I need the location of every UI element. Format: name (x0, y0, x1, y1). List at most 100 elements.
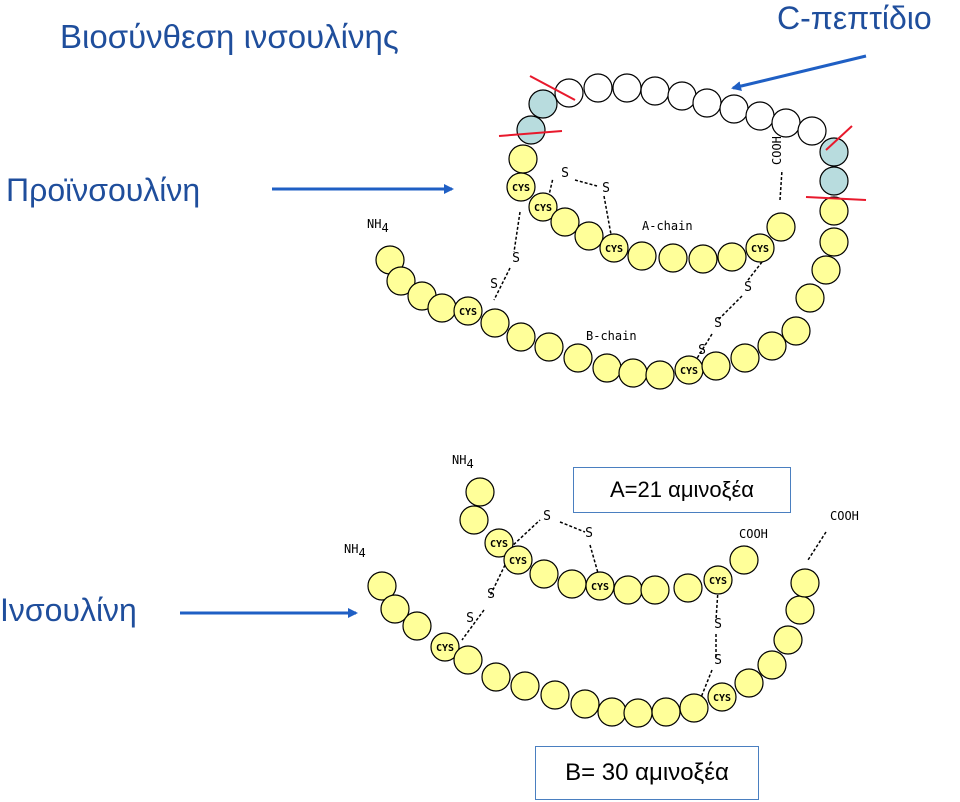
a-chain-bead (550, 207, 580, 237)
cys-label: CYS (490, 539, 508, 550)
c-peptide-bead (612, 73, 642, 103)
a-chain-bead (528, 192, 558, 222)
cleavage-mark (498, 130, 563, 137)
s-label: S (602, 181, 610, 196)
s-label: S (561, 166, 569, 181)
b-chain-bead (651, 697, 681, 727)
insulin-label: Ινσουλίνη (0, 592, 137, 628)
b-chain-bead (570, 689, 600, 719)
s-label: S (490, 277, 498, 292)
cleavage-mark (825, 125, 853, 151)
b-chain-count-text: B= 30 αμινοξέα (565, 759, 729, 786)
c-peptide-label: C-πεπτίδιο (777, 0, 932, 36)
a-chain-bead (529, 559, 559, 589)
c-peptide-bead (667, 81, 697, 111)
s-label: S (714, 653, 722, 668)
c-peptide-bead (640, 76, 670, 106)
cleavage-bead (819, 166, 849, 196)
a-chain-bead (459, 505, 489, 535)
b-chain-bead (597, 697, 627, 727)
cooh-label: COOH (830, 509, 859, 523)
a-chain-bead (627, 241, 657, 271)
b-chain-bead (701, 351, 731, 381)
b-chain-bead (510, 671, 540, 701)
b-chain-bead (785, 595, 815, 625)
b-chain-bead (430, 632, 460, 662)
c-peptide-bead (797, 116, 827, 146)
b-chain-bead (707, 682, 737, 712)
a-chain-bead (673, 573, 703, 603)
b-chain-bead (402, 611, 432, 641)
nh4-label: NH4 (452, 453, 474, 471)
c-peptide-bead (745, 101, 775, 131)
b-chain-bead (730, 343, 760, 373)
a-chain-bead (574, 221, 604, 251)
a-chain-bead (658, 243, 688, 273)
a-chain-bead (484, 528, 514, 558)
c-peptide-bead (692, 88, 722, 118)
a-chain-bead (688, 244, 718, 274)
b-chain-bead (481, 662, 511, 692)
cys-label: CYS (436, 643, 454, 654)
s-label: S (487, 587, 495, 602)
b-chain-bead (540, 680, 570, 710)
b-chain-bead (773, 625, 803, 655)
b-chain-bead (386, 266, 416, 296)
cys-label: CYS (713, 693, 731, 704)
b-chain-bead (592, 353, 622, 383)
b-chain-bead (380, 594, 410, 624)
cooh-label: COOH (739, 527, 768, 541)
a-chain-bead (766, 212, 796, 242)
b-chain-bead (781, 316, 811, 346)
page-title: Βιοσύνθεση ινσουλίνης (60, 18, 399, 55)
cys-label: CYS (680, 366, 698, 377)
s-label: S (512, 251, 520, 266)
s-label: S (744, 280, 752, 295)
b-chain-label: B-chain (586, 329, 637, 343)
b-chain-bead (506, 322, 536, 352)
b-chain-bead (618, 358, 648, 388)
cleavage-mark (805, 196, 867, 201)
b-chain-bead (790, 568, 820, 598)
b-chain-count-box: B= 30 αμινοξέα (535, 746, 759, 800)
cleavage-bead (516, 115, 546, 145)
a-chain-bead (599, 233, 629, 263)
b-chain-bead (757, 650, 787, 680)
s-label: S (466, 611, 474, 626)
a-chain-bead (613, 575, 643, 605)
b-chain-bead (734, 668, 764, 698)
c-peptide-arrow (731, 54, 867, 91)
cleavage-mark (529, 75, 576, 101)
b-chain-bead (819, 227, 849, 257)
b-chain-bead (563, 343, 593, 373)
a-chain-bead (506, 172, 536, 202)
a-chain-bead (503, 545, 533, 575)
cys-label: CYS (591, 582, 609, 593)
b-chain-bead (811, 255, 841, 285)
cys-label: CYS (605, 244, 623, 255)
proinsulin-label: Προϊνσουλίνη (6, 172, 201, 208)
cleavage-bead (528, 89, 558, 119)
cys-label: CYS (709, 576, 727, 587)
cys-label: CYS (509, 556, 527, 567)
a-chain-bead (703, 565, 733, 595)
b-chain-bead (453, 296, 483, 326)
cys-label: CYS (512, 183, 530, 194)
c-peptide-bead (583, 73, 613, 103)
b-chain-bead (367, 571, 397, 601)
a-chain-bead (640, 575, 670, 605)
b-chain-bead (819, 196, 849, 226)
a-chain-label: A-chain (642, 219, 693, 233)
cooh-label: COOH (770, 136, 784, 165)
a-chain-bead (557, 569, 587, 599)
nh4-label: NH4 (344, 542, 366, 560)
b-chain-bead (623, 698, 653, 728)
a-chain-count-box: A=21 αμινοξέα (573, 467, 791, 513)
a-chain-bead (745, 233, 775, 263)
a-chain-count-text: A=21 αμινοξέα (610, 477, 754, 502)
b-chain-bead (453, 645, 483, 675)
cys-label: CYS (459, 307, 477, 318)
s-label: S (698, 343, 706, 358)
a-chain-bead (508, 144, 538, 174)
